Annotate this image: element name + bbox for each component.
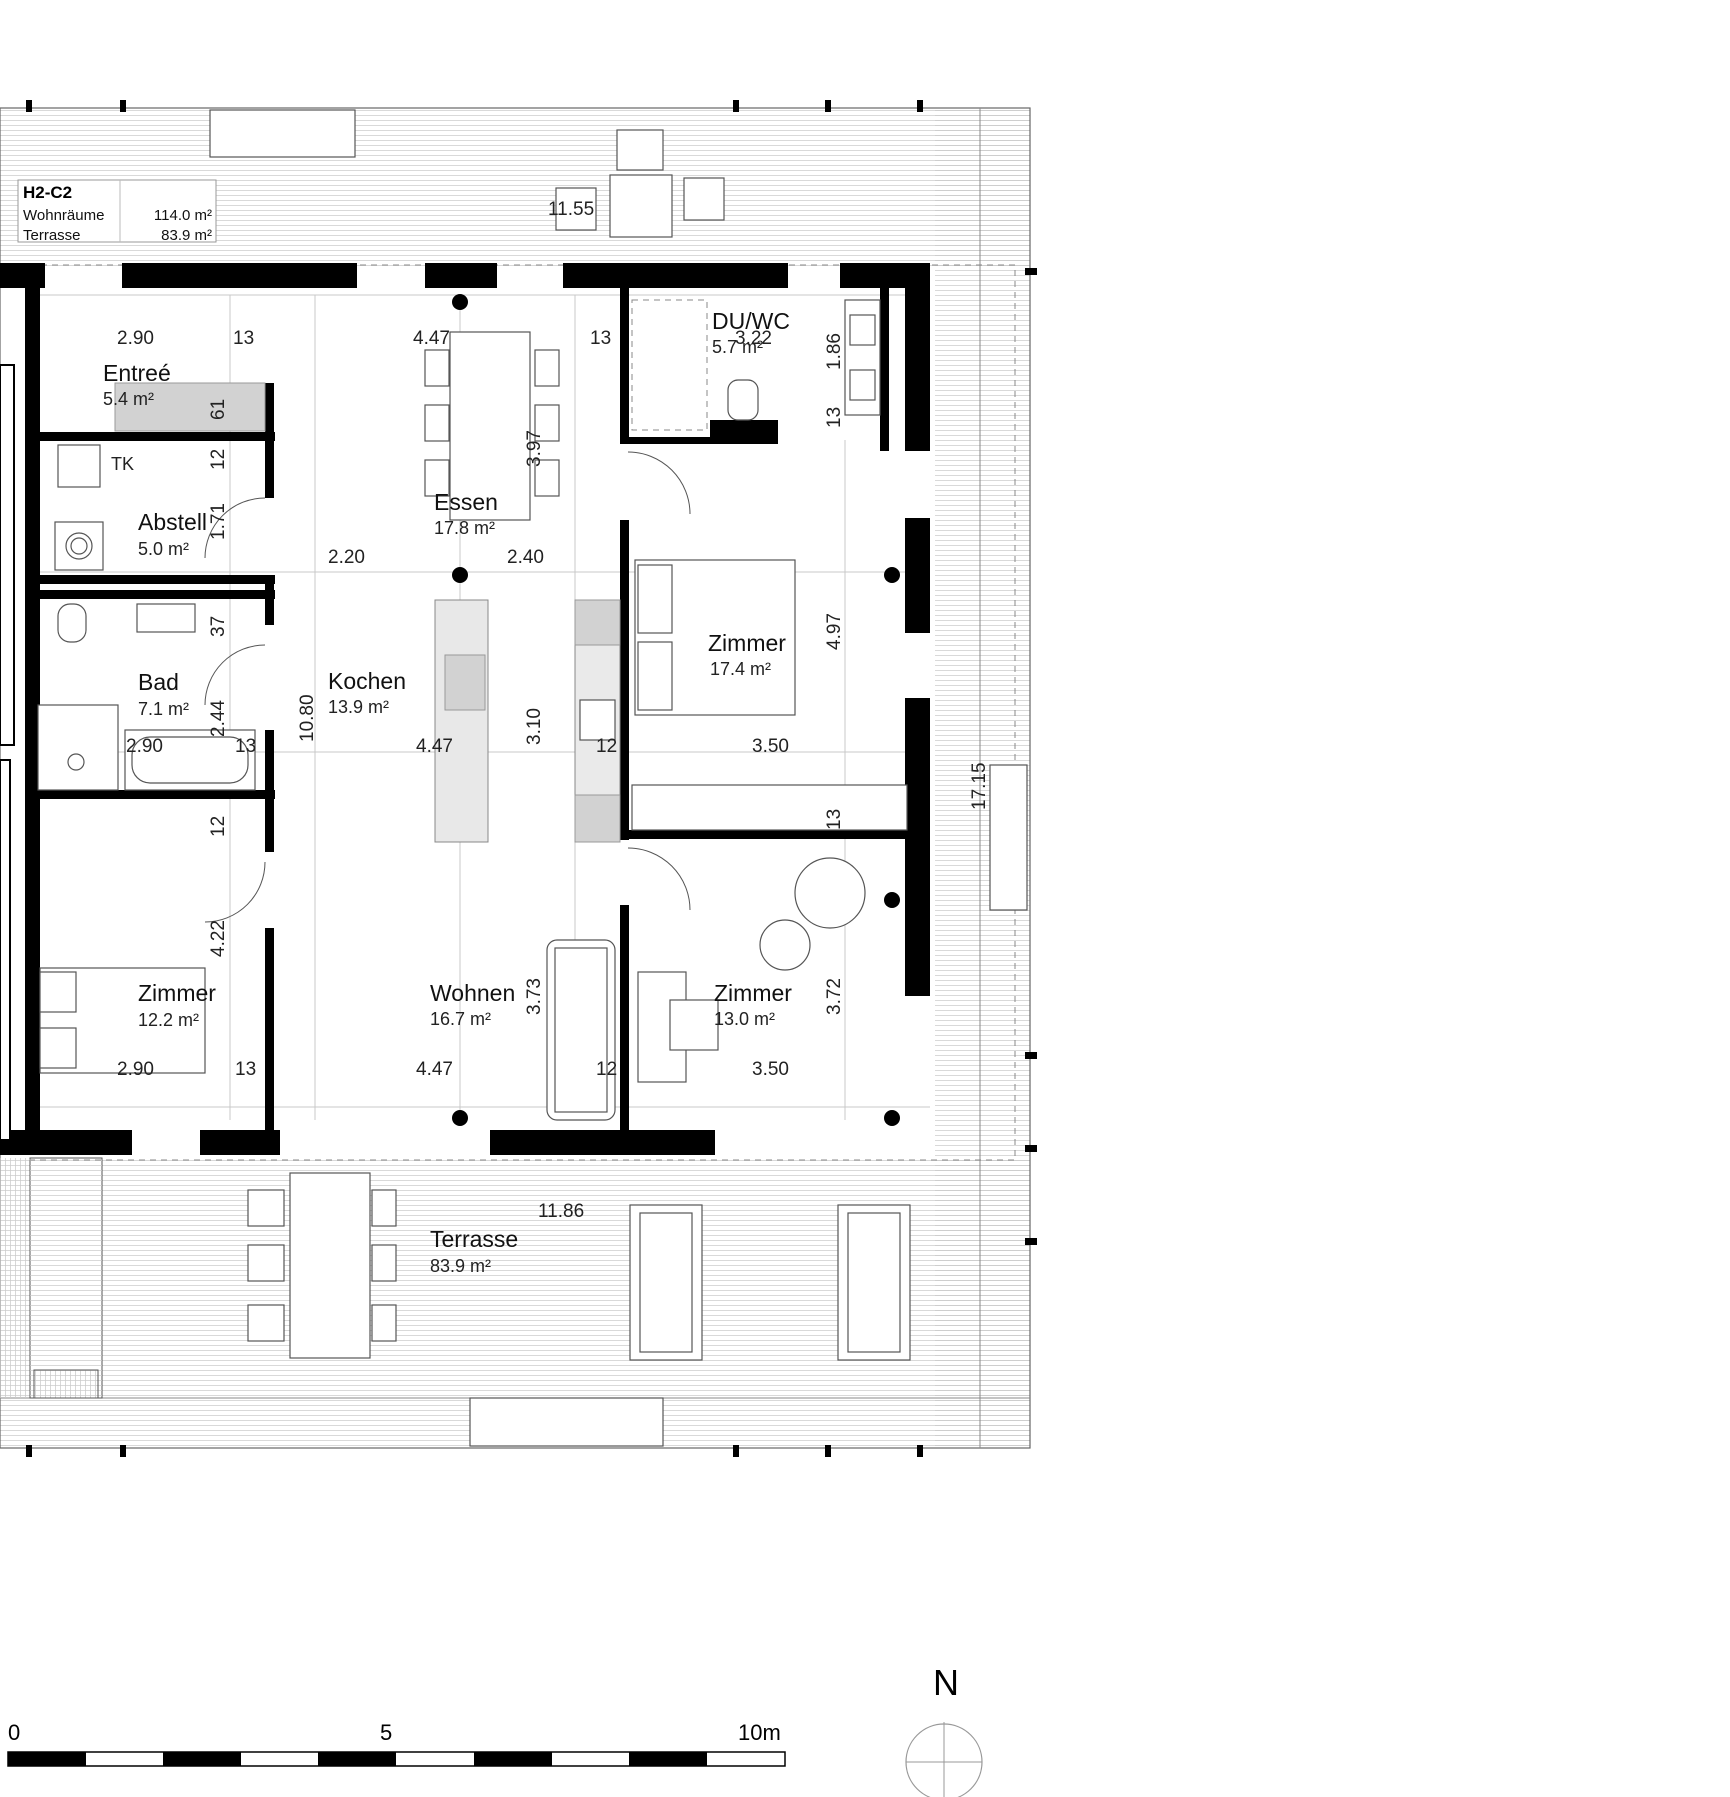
room-abstell-tk: TK [111, 454, 134, 474]
dim-2-40: 2.40 [507, 547, 544, 568]
room-entree-area: 5.4 m² [103, 389, 154, 409]
dim-3-72: 3.72 [824, 978, 845, 1015]
dimensions: 11.55 2.90 13 4.47 13 3.22 1.86 13 61 12… [117, 199, 990, 1222]
room-duwc-name: DU/WC [712, 308, 790, 334]
north-label: N [933, 1662, 959, 1703]
dim-4-47-top: 4.47 [413, 328, 450, 349]
schedule-value-wohnraeume: 114.0 m² [154, 207, 212, 224]
dim-12-bottom: 12 [596, 1059, 617, 1080]
dim-3-73: 3.73 [524, 978, 545, 1015]
dim-2-20: 2.20 [328, 547, 365, 568]
room-zimmer-e-name: Zimmer [708, 630, 786, 656]
dim-13-duwc: 13 [824, 407, 845, 428]
area-schedule: H2-C2 Wohnräume 114.0 m² Terrasse 83.9 m… [17, 179, 217, 244]
room-entree-name: Entreé [103, 360, 171, 386]
schedule-value-terrasse: 83.9 m² [161, 227, 212, 244]
dim-2-44: 2.44 [208, 700, 229, 737]
room-wohnen-area: 16.7 m² [430, 1009, 491, 1029]
room-abstell-name: Abstell [138, 509, 207, 535]
dim-17-15: 17.15 [969, 762, 990, 810]
dim-3-10: 3.10 [524, 708, 545, 745]
dim-12-west: 12 [208, 816, 229, 837]
scale-label-0: 0 [8, 1720, 20, 1745]
dim-10-80: 10.80 [297, 694, 318, 742]
dim-1-86: 1.86 [824, 333, 845, 370]
room-zimmer-sw-name: Zimmer [138, 980, 216, 1006]
dim-12-abstell: 12 [208, 449, 229, 470]
room-terrasse-area: 83.9 m² [430, 1256, 491, 1276]
room-zimmer-sw-area: 12.2 m² [138, 1010, 199, 1030]
walls [0, 263, 930, 1155]
columns [452, 294, 900, 1126]
room-abstell-area: 5.0 m² [138, 539, 189, 559]
dim-4-47-mid: 4.47 [416, 736, 453, 757]
dim-4-47-bottom: 4.47 [416, 1059, 453, 1080]
schedule-label-wohnraeume: Wohnräume [23, 207, 104, 224]
dim-37: 37 [208, 616, 229, 637]
room-zimmer-e-area: 17.4 m² [710, 659, 771, 679]
dim-2-90-top: 2.90 [117, 328, 154, 349]
room-zimmer-se-area: 13.0 m² [714, 1009, 775, 1029]
dim-2-90-bottom: 2.90 [117, 1059, 154, 1080]
north-arrow: N [905, 1662, 983, 1797]
dim-13-bottom: 13 [235, 1059, 256, 1080]
dim-4-97: 4.97 [824, 613, 845, 650]
dim-13-mid-left: 13 [235, 736, 256, 757]
dim-3-50-mid: 3.50 [752, 736, 789, 757]
dim-1-71: 1.71 [208, 503, 229, 540]
room-bad-area: 7.1 m² [138, 699, 189, 719]
dim-11-86: 11.86 [538, 1201, 584, 1222]
dim-2-90-mid: 2.90 [126, 736, 163, 757]
room-labels: Entreé 5.4 m² TK Abstell 5.0 m² Bad 7.1 … [103, 308, 792, 1276]
dim-11-55: 11.55 [548, 199, 594, 220]
dim-61: 61 [208, 399, 229, 420]
schedule-label-terrasse: Terrasse [23, 227, 81, 244]
scale-label-10m: 10m [738, 1720, 781, 1745]
dim-3-22: 3.22 [735, 328, 772, 349]
dim-3-50-bottom: 3.50 [752, 1059, 789, 1080]
room-zimmer-se-name: Zimmer [714, 980, 792, 1006]
dim-13-east: 13 [824, 809, 845, 830]
scale-label-5: 5 [380, 1720, 392, 1745]
dim-12-mid: 12 [596, 736, 617, 757]
room-bad-name: Bad [138, 669, 179, 695]
room-essen-area: 17.8 m² [434, 518, 495, 538]
dim-3-97: 3.97 [524, 430, 545, 467]
furniture [37, 129, 911, 1361]
room-duwc-area: 5.7 m² [712, 337, 763, 357]
dim-13-top-right: 13 [590, 328, 611, 349]
room-kochen-name: Kochen [328, 668, 406, 694]
dim-4-22: 4.22 [208, 920, 229, 957]
room-terrasse-name: Terrasse [430, 1226, 518, 1252]
scale-bar: 0 5 10m [7, 1720, 786, 1767]
room-kochen-area: 13.9 m² [328, 697, 389, 717]
dim-13-top-left: 13 [233, 328, 254, 349]
schedule-unit: H2-C2 [23, 183, 72, 202]
room-essen-name: Essen [434, 489, 498, 515]
room-wohnen-name: Wohnen [430, 980, 515, 1006]
